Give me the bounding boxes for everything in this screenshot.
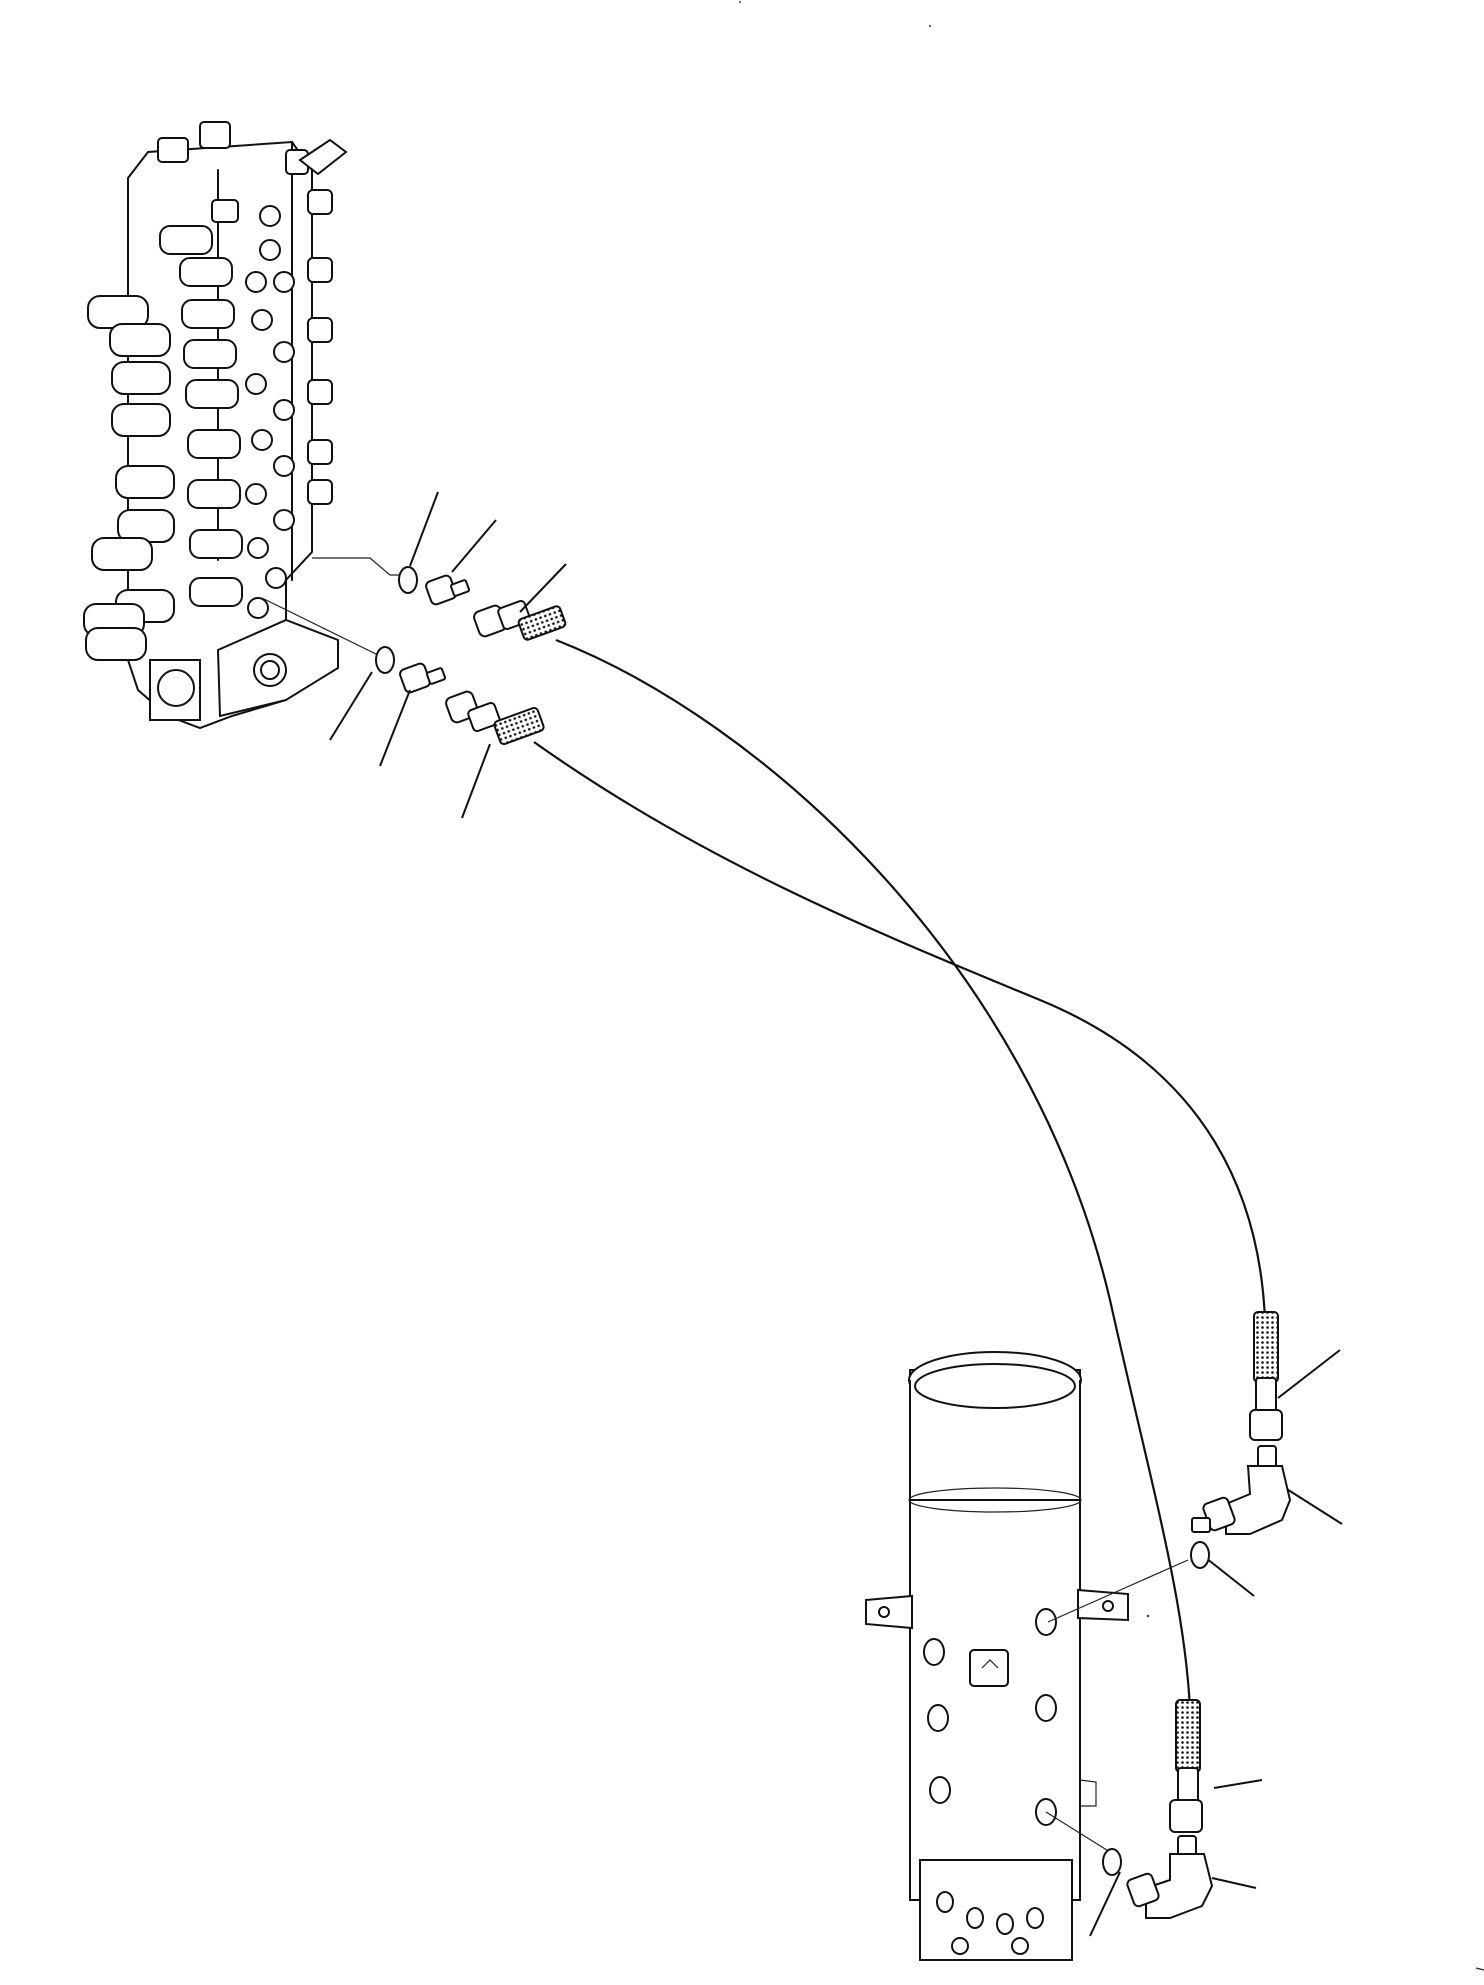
callout-leaders (329, 491, 1343, 1937)
elbow-fitting (1191, 1445, 1292, 1535)
o-ring (1190, 1541, 1210, 1569)
fitting-group-upper (398, 566, 567, 641)
hose-end (473, 600, 567, 641)
hose-end (1253, 1311, 1279, 1383)
hose-end (445, 690, 545, 746)
swivel-joint (865, 1351, 1189, 1961)
fitting-group-swivel-lower (1102, 1699, 1214, 1919)
fitting-group-lower (375, 646, 545, 746)
o-ring (1102, 1848, 1122, 1876)
o-ring (375, 646, 395, 674)
control-valve (83, 121, 405, 730)
adapter-fitting (425, 574, 471, 606)
fitting-group-swivel-upper (1190, 1311, 1292, 1569)
hose-end (1175, 1699, 1201, 1773)
elbow-fitting (1126, 1835, 1214, 1919)
hose (555, 638, 1192, 1711)
adapter-fitting (399, 662, 447, 694)
hose (533, 741, 1267, 1321)
o-ring (398, 566, 418, 594)
